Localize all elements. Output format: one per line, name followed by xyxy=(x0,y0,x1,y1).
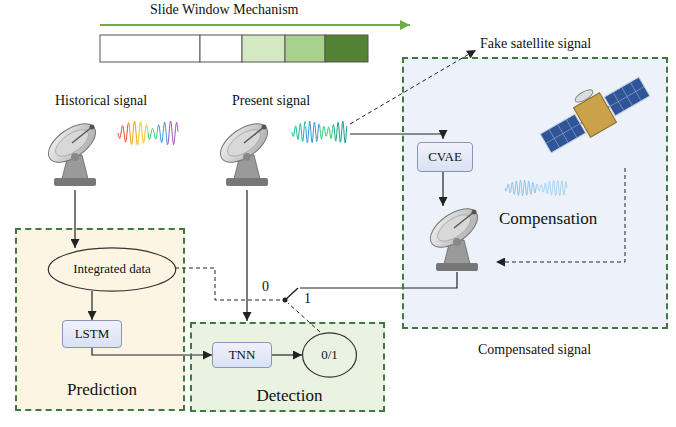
caption-label: Compensated signal xyxy=(478,342,591,358)
signal-waves xyxy=(118,121,567,196)
wave-stroke xyxy=(148,127,158,140)
switch-lever xyxy=(285,288,298,300)
wave-stroke xyxy=(158,122,168,145)
antenna-dish xyxy=(214,116,274,186)
spoof-link xyxy=(496,168,625,262)
spoof-link xyxy=(350,50,476,124)
process-box: LSTM xyxy=(62,320,122,348)
data-ellipse: Integrated data xyxy=(47,247,177,292)
connector-arrow xyxy=(92,348,212,355)
wave-stroke xyxy=(292,122,306,142)
process-box: CVAE xyxy=(417,142,473,172)
signal-wire xyxy=(74,190,75,248)
switch-state: 0 xyxy=(262,279,269,295)
switch-state: 1 xyxy=(304,291,311,307)
wave-stroke xyxy=(505,180,536,196)
wave-stroke xyxy=(306,121,320,143)
caption-label: Fake satellite signal xyxy=(480,36,591,52)
switch-control xyxy=(288,303,320,332)
signal-wire xyxy=(442,171,443,206)
signal-wire xyxy=(350,134,443,139)
node-label: CVAE xyxy=(428,150,462,165)
wave-stroke xyxy=(168,121,178,145)
wave-stroke xyxy=(138,122,148,144)
satellite xyxy=(533,64,653,158)
panel-title: Detection xyxy=(256,386,322,406)
prediction-panel: Prediction Integrated dataLSTM xyxy=(15,228,185,411)
switch-output xyxy=(175,268,282,300)
compensated-wire xyxy=(300,272,457,288)
panel-ground xyxy=(15,228,185,411)
wave-stroke xyxy=(333,121,347,143)
node-label: LSTM xyxy=(75,327,110,342)
connector-arrow xyxy=(272,354,302,355)
node-label: 0/1 xyxy=(321,348,338,363)
antenna-dish xyxy=(424,201,484,271)
wave-stroke xyxy=(320,125,334,140)
signal-wire xyxy=(246,190,247,321)
output-circle: 0/1 xyxy=(302,332,357,378)
wave-stroke xyxy=(128,121,138,145)
wave-stroke xyxy=(118,124,128,142)
caption-label: Historical signal xyxy=(55,93,147,109)
node-label: Integrated data xyxy=(73,262,151,277)
window-arrow xyxy=(100,24,410,26)
process-box: TNN xyxy=(212,342,272,368)
antenna-dish xyxy=(42,116,102,186)
connector-arrow xyxy=(91,291,92,320)
caption-label: Present signal xyxy=(232,93,310,109)
slide-window-bar xyxy=(100,35,368,62)
compensation-panel: Compensation CVAE xyxy=(402,57,668,329)
panel-ground xyxy=(190,322,385,412)
panel-title: Prediction xyxy=(67,380,137,400)
wave-stroke xyxy=(536,180,567,195)
caption-label: Slide Window Mechanism xyxy=(150,2,299,18)
detection-panel: Detection TNN 0/1 xyxy=(190,322,385,412)
panel-title: Compensation xyxy=(499,209,597,229)
node-label: TNN xyxy=(229,348,256,363)
